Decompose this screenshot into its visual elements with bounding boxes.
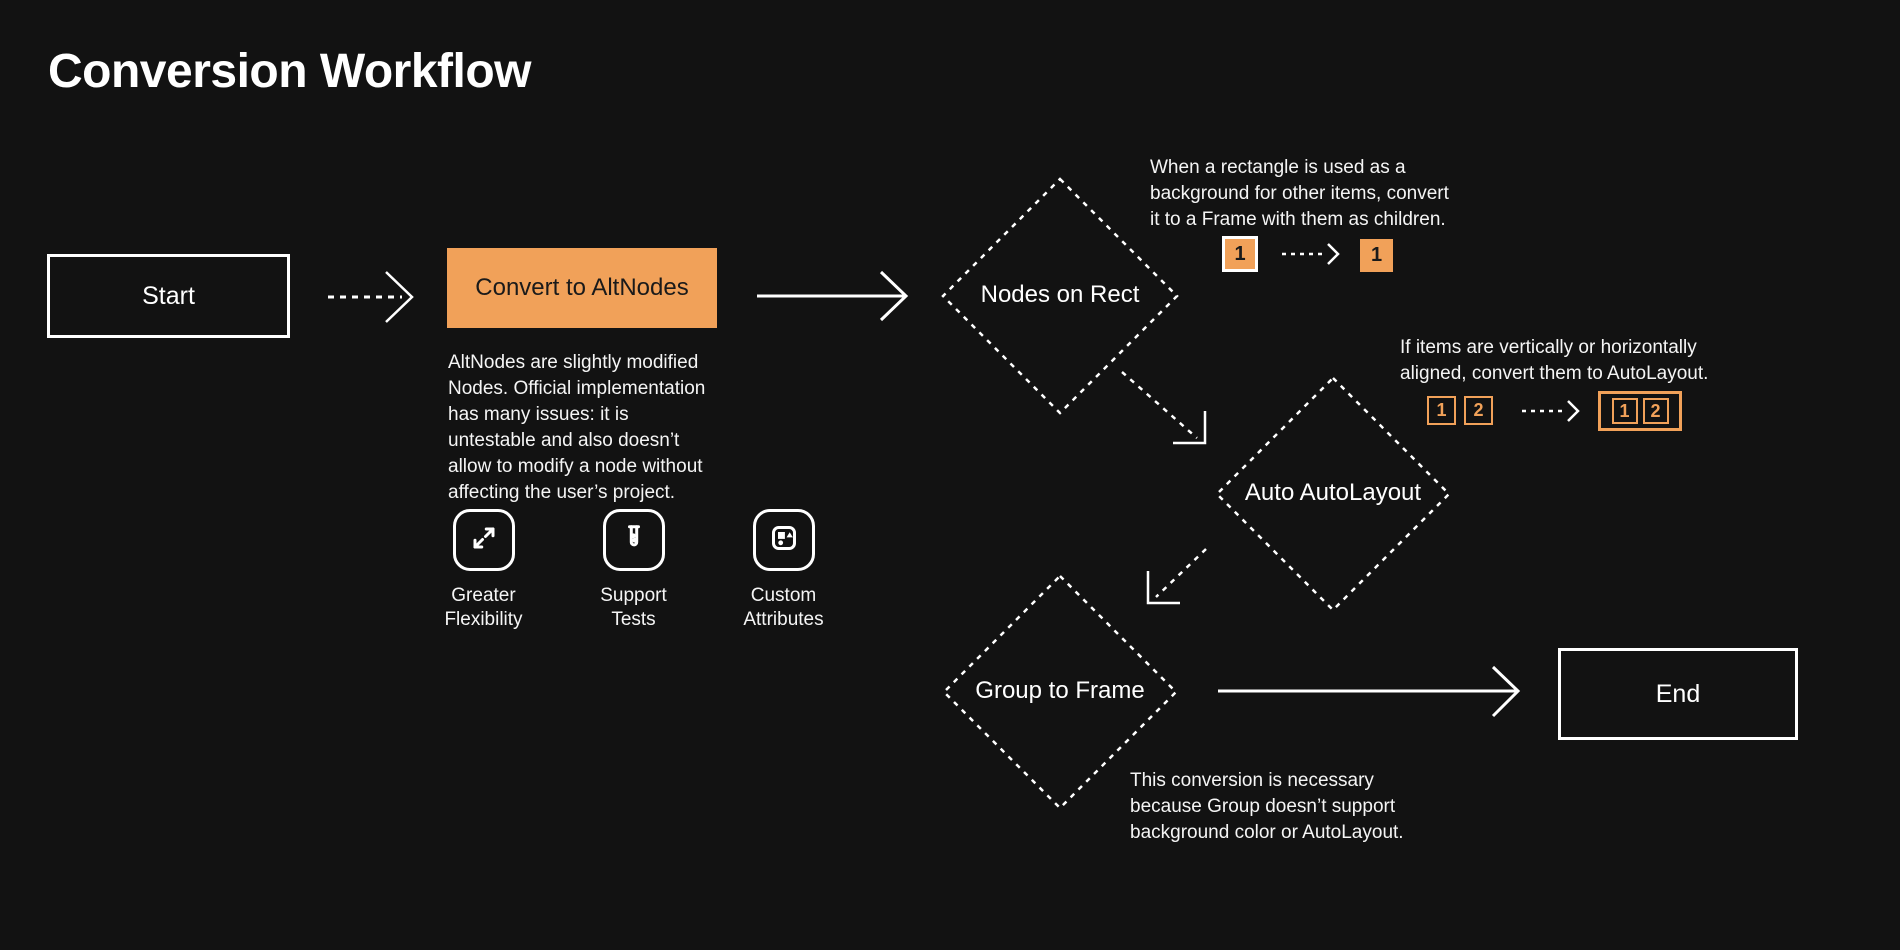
group-to-frame-label: Group to Frame: [975, 677, 1145, 704]
autolayout-example-item-1: 1: [1427, 396, 1456, 425]
nodes-on-rect-label: Nodes on Rect: [980, 281, 1140, 308]
feature-item-flexibility: Greater Flexibility: [423, 509, 544, 632]
convert-description: AltNodes are slightly modified Nodes. Of…: [448, 352, 706, 503]
mini-arrow-rect-to-frame: [1282, 243, 1340, 265]
arrow-nodes-to-autolayout: [1121, 371, 1207, 445]
rect-example-before: 1: [1222, 236, 1258, 272]
group-to-frame-note: This conversion is necessary because Gro…: [1130, 770, 1404, 843]
end-node[interactable]: End: [1558, 648, 1798, 740]
auto-autolayout-label: Auto AutoLayout: [1244, 479, 1422, 506]
start-node[interactable]: Start: [47, 254, 290, 338]
page-title: Conversion Workflow: [48, 45, 532, 98]
arrow-convert-to-nodes-on-rect: [757, 270, 909, 322]
feature-item-attributes: Custom Attributes: [723, 509, 844, 632]
autolayout-example-item-2: 2: [1464, 396, 1493, 425]
autolayout-example-grouped-item-2: 2: [1642, 398, 1669, 424]
mini-arrow-to-autolayout: [1522, 400, 1580, 422]
autolayout-example-grouped-item-1: 1: [1611, 398, 1638, 424]
arrow-autolayout-to-group: [1146, 548, 1207, 605]
autolayout-example-group: 1 2: [1598, 391, 1682, 431]
feature-label: Greater Flexibility: [444, 585, 523, 630]
arrow-start-to-convert: [328, 271, 414, 323]
feature-list: Greater Flexibility Support Tests: [423, 509, 844, 632]
start-label: Start: [142, 281, 195, 310]
feature-icon-box[interactable]: [452, 509, 515, 571]
convert-label: Convert to AltNodes: [475, 274, 689, 301]
nodes-on-rect-note: When a rectangle is used as a background…: [1150, 157, 1449, 230]
feature-item-tests: Support Tests: [573, 509, 694, 632]
feature-label: Support Tests: [600, 585, 667, 630]
shapes-icon: [766, 520, 802, 561]
convert-node[interactable]: Convert to AltNodes: [447, 248, 717, 328]
frame-example-after: 1: [1360, 239, 1393, 272]
auto-autolayout-note: If items are vertically or horizontally …: [1400, 337, 1709, 384]
test-tube-icon: [616, 520, 652, 561]
expand-arrows-icon: [466, 520, 502, 561]
feature-label: Custom Attributes: [743, 585, 824, 630]
feature-icon-box[interactable]: [602, 509, 665, 571]
end-label: End: [1655, 679, 1701, 708]
arrow-group-to-end: [1218, 665, 1521, 718]
feature-icon-box[interactable]: [752, 509, 815, 571]
